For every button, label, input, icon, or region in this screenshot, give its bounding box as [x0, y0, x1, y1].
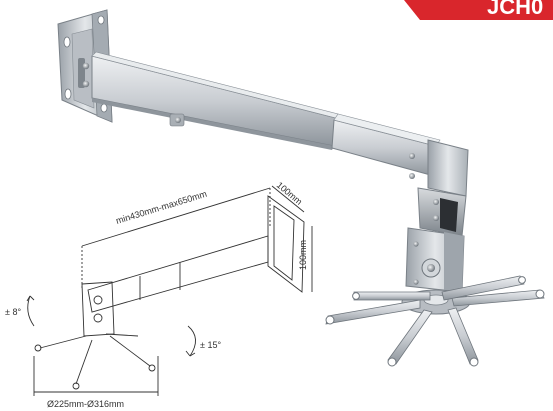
spider-bracket	[325, 275, 545, 367]
arm-length-label: min430mm-max650mm	[115, 189, 208, 226]
dim-line-arm	[81, 187, 271, 247]
dim-line-diameter	[33, 356, 159, 396]
tilt-arc	[27, 295, 35, 327]
elbow-joint	[417, 139, 469, 237]
diagram-arm	[87, 235, 269, 313]
brand-badge: JCH0	[404, 0, 553, 20]
dim-line-plate-width	[271, 185, 305, 213]
swivel-arc	[187, 325, 196, 357]
swivel-head	[405, 227, 465, 293]
badge-shape	[404, 0, 553, 20]
rendered-mount	[57, 9, 545, 367]
inner-arm-tube	[331, 113, 441, 179]
plate-height-label: 100mm	[298, 240, 308, 270]
outer-arm-tube	[91, 51, 339, 150]
diameter-label: Ø225mm-Ø316mm	[47, 399, 124, 409]
badge-text: JCH0	[487, 0, 543, 19]
swivel-angle-label: ± 15°	[200, 340, 221, 350]
plate-width-label: 100mm	[275, 180, 304, 207]
diagram-head	[81, 281, 115, 337]
tilt-angle-label: ± 8°	[5, 307, 21, 317]
dimension-diagram	[26, 185, 313, 396]
diagram-spider	[39, 333, 151, 385]
